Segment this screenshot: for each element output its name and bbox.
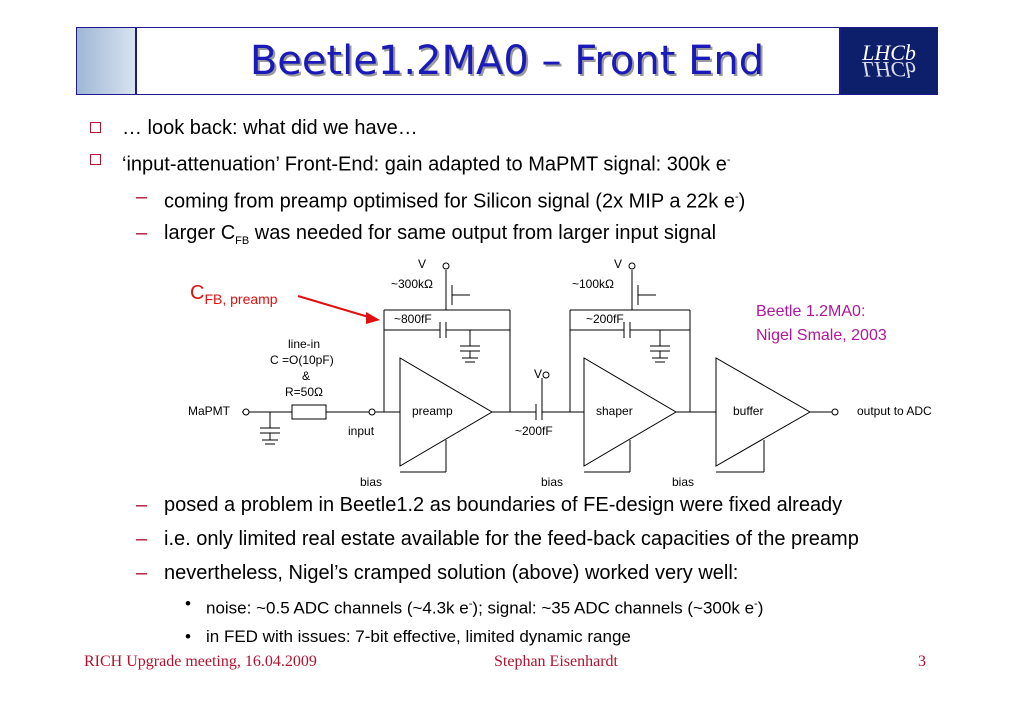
bias-label: bias [360, 475, 382, 489]
bullet-text: ) [738, 190, 746, 213]
bias-label: bias [672, 475, 694, 489]
sub-bullet-item: – larger CFB was needed for same output … [84, 217, 984, 257]
bullet-text: posed a problem in Beetle1.2 as boundari… [164, 494, 843, 516]
cfb-preamp-label: CFB, preamp [190, 282, 278, 307]
bullet-item: ‘input-attenuation’ Front-End: gain adap… [84, 144, 984, 181]
sub-bullet-item: – i.e. only limited real estate availabl… [84, 522, 984, 556]
slide-title: Beetle1.2MA0 – Front End [249, 38, 765, 84]
dash-bullet-icon: – [136, 222, 148, 245]
v-label: V [418, 257, 426, 271]
sub-sub-bullet-item: • noise: ~0.5 ADC channels (~4.3k e-); s… [84, 590, 984, 623]
bullet-list-lower: – posed a problem in Beetle1.2 as bounda… [84, 488, 984, 651]
dash-bullet-icon: – [136, 528, 148, 550]
rich-logo-icon [77, 28, 137, 94]
square-bullet-icon [90, 154, 101, 165]
sub-sub-bullet-item: • in FED with issues: 7-bit effective, l… [84, 623, 984, 651]
resistor-label: ~100kΩ [572, 277, 614, 291]
sub-bullet-item: – coming from preamp optimised for Silic… [84, 181, 984, 218]
bullet-text: i.e. only limited real estate available … [164, 528, 859, 550]
bias-label: bias [541, 475, 563, 489]
lhcb-logo-icon: LHCb LHCb [839, 28, 937, 94]
buffer-label: buffer [733, 404, 763, 418]
input-label: input [348, 424, 375, 438]
bullet-text: larger C [164, 222, 236, 245]
linein-label: R=50Ω [285, 385, 323, 399]
linein-label: C =O(10pF) [270, 353, 334, 367]
resistor-label: ~300kΩ [391, 277, 433, 291]
cfb-arrowhead [366, 312, 380, 324]
linein-label: & [302, 369, 310, 383]
front-end-circuit-diagram: V V V ~300kΩ ~100kΩ ~800fF ~200fF ~200fF… [188, 257, 932, 489]
superscript: - [735, 190, 739, 203]
subscript: FB [235, 235, 250, 248]
bullet-text: coming from preamp optimised for Silicon… [164, 190, 735, 213]
svg-text:LHCb: LHCb [861, 57, 916, 82]
capacitor-label: ~200fF [515, 424, 553, 438]
title-bar: Beetle1.2MA0 – Front End LHCb LHCb [76, 27, 938, 95]
dash-bullet-icon: – [136, 494, 148, 516]
dot-bullet-icon: • [185, 626, 191, 646]
svg-text:LHCb: LHCb [861, 40, 916, 65]
sub-bullet-item: – nevertheless, Nigel’s cramped solution… [84, 556, 984, 590]
sub-bullet-item: – posed a problem in Beetle1.2 as bounda… [84, 488, 984, 522]
bullet-text: … look back: what did we have… [122, 117, 418, 139]
shaper-label: shaper [596, 404, 633, 418]
linein-label: line-in [288, 337, 320, 351]
v-label: V [534, 367, 542, 381]
capacitor-label: ~800fF [394, 312, 432, 326]
beetle-note: Beetle 1.2MA0: Nigel Smale, 2003 [756, 303, 887, 344]
superscript: - [726, 154, 731, 166]
v-label: V [614, 257, 622, 271]
footer-author: Stephan Eisenhardt [494, 653, 618, 670]
bullet-item: … look back: what did we have… [84, 112, 984, 144]
bullet-text: was needed for same output from larger i… [249, 222, 717, 245]
cfb-arrow [297, 295, 373, 319]
dash-bullet-icon: – [136, 185, 148, 208]
bullet-text: ‘input-attenuation’ Front-End: gain adap… [122, 153, 727, 176]
mapmt-label: MaPMT [188, 404, 231, 418]
dash-bullet-icon: – [136, 562, 148, 584]
footer-page-number: 3 [918, 653, 926, 670]
output-label: output to ADC [857, 404, 932, 418]
bullet-text: nevertheless, Nigel’s cramped solution (… [164, 562, 739, 584]
square-bullet-icon [90, 122, 101, 133]
preamp-label: preamp [412, 404, 453, 418]
footer-meeting: RICH Upgrade meeting, 16.04.2009 [84, 653, 317, 670]
capacitor-label: ~200fF [586, 312, 624, 326]
dot-bullet-icon: • [185, 594, 191, 613]
bullet-list: … look back: what did we have… ‘input-at… [84, 112, 984, 257]
